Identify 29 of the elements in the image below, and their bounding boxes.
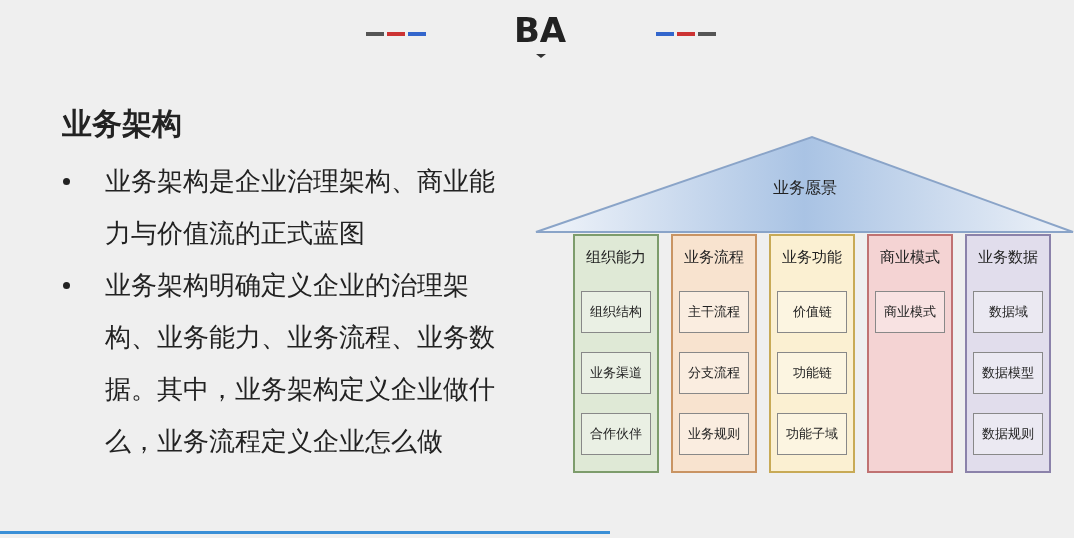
pillar-box [965,234,1051,473]
item-box: 业务渠道 [581,352,651,394]
pillar-box [769,234,855,473]
section-heading: 业务架构 [62,105,183,143]
roof-shape [535,135,1074,234]
item-box: 价值链 [777,291,847,333]
item-box: 合作伙伴 [581,413,651,455]
item-box: 业务规则 [679,413,749,455]
title: BA [512,10,568,50]
item-box: 数据规则 [973,413,1043,455]
bullet-text: 业务架构是企业治理架构、商业能力与价值流的正式蓝图 [105,165,495,250]
item-box: 数据域 [973,291,1043,333]
item-box: 功能子域 [777,413,847,455]
pillar-heading: 业务流程 [683,248,745,267]
pillar-box [867,234,953,473]
pillar-heading: 业务数据 [977,248,1039,267]
bullet-text: 业务架构明确定义企业的治理架构、业务能力、业务流程、业务数据。其中，业务架构定义企业做什么，业务流程定义企业怎么做 [105,269,495,458]
item-box: 组织结构 [581,291,651,333]
pillar-heading: 组织能力 [585,248,647,267]
item-box: 商业模式 [875,291,945,333]
item-box: 数据模型 [973,352,1043,394]
pillar-heading: 业务功能 [781,248,843,267]
item-box: 分支流程 [679,352,749,394]
roof-label: 业务愿景 [772,178,838,199]
item-box: 主干流程 [679,291,749,333]
pillar-box [573,234,659,473]
pillar-box [671,234,757,473]
pillar-heading: 商业模式 [879,248,941,267]
item-box: 功能链 [777,352,847,394]
